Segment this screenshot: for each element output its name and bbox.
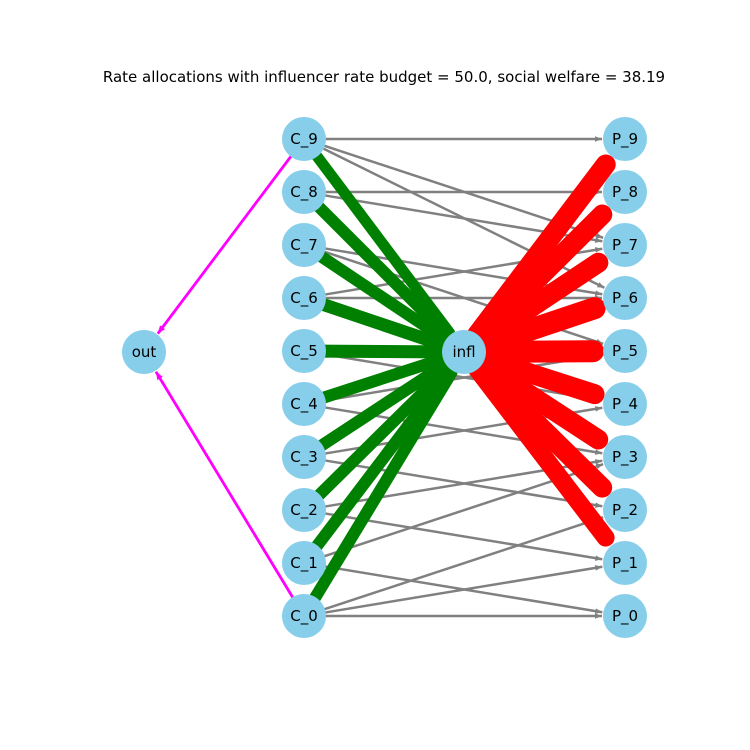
node-label: infl	[452, 343, 475, 361]
outside-option-edges	[154, 152, 296, 602]
node-label: P_2	[612, 501, 638, 520]
node-P_4: P_4	[603, 382, 647, 426]
node-circle	[282, 488, 326, 532]
node-label: C_7	[290, 236, 318, 255]
edge-C_3-infl	[311, 359, 450, 455]
node-infl: infl	[442, 330, 486, 374]
node-circle	[603, 276, 647, 320]
edge-C_9-out	[156, 152, 295, 335]
node-P_7: P_7	[603, 223, 647, 267]
edge-C_1-infl	[307, 365, 456, 557]
node-circle	[603, 488, 647, 532]
node-C_3: C_3	[282, 435, 326, 479]
node-label: C_2	[290, 501, 318, 520]
edge-C_0-infl	[306, 366, 458, 609]
edge-C_9-infl	[308, 146, 456, 339]
influencer-to-consumer-edges	[461, 154, 616, 547]
edge-C_5-infl	[313, 344, 447, 359]
node-label: out	[132, 343, 157, 361]
node-C_5: C_5	[282, 329, 326, 373]
node-label: P_3	[612, 448, 638, 467]
node-circle	[282, 541, 326, 585]
node-circle	[603, 594, 647, 638]
edge-C_3-P_2	[321, 458, 603, 508]
node-C_8: C_8	[282, 170, 326, 214]
node-circle	[603, 382, 647, 426]
edge-C_8-infl	[309, 197, 454, 342]
creator-to-influencer-edges	[306, 146, 458, 609]
node-circle	[442, 330, 486, 374]
node-P_3: P_3	[603, 435, 647, 479]
edge-C_0-P_2	[320, 516, 604, 612]
node-circle	[603, 541, 647, 585]
node-P_0: P_0	[603, 594, 647, 638]
node-C_0: C_0	[282, 594, 326, 638]
node-P_6: P_6	[603, 276, 647, 320]
node-circle	[603, 329, 647, 373]
node-label: C_8	[290, 183, 318, 202]
node-C_2: C_2	[282, 488, 326, 532]
node-C_4: C_4	[282, 382, 326, 426]
node-label: C_9	[290, 130, 318, 149]
node-P_9: P_9	[603, 117, 647, 161]
node-C_1: C_1	[282, 541, 326, 585]
node-C_6: C_6	[282, 276, 326, 320]
node-label: C_4	[290, 395, 318, 414]
node-circle	[282, 276, 326, 320]
node-P_2: P_2	[603, 488, 647, 532]
node-circle	[282, 382, 326, 426]
node-circle	[282, 594, 326, 638]
node-label: P_6	[612, 289, 638, 308]
edge-C_7-infl	[311, 247, 451, 345]
node-P_5: P_5	[603, 329, 647, 373]
node-label: C_3	[290, 448, 318, 467]
node-label: C_0	[290, 607, 318, 626]
edge-C_0-out	[154, 370, 296, 602]
node-out: out	[122, 330, 166, 374]
node-label: P_8	[612, 183, 638, 202]
edge-C_1-P_0	[321, 564, 603, 614]
node-circle	[282, 223, 326, 267]
node-C_9: C_9	[282, 117, 326, 161]
node-circle	[603, 223, 647, 267]
edge-C_4-infl	[313, 353, 448, 406]
node-circle	[603, 170, 647, 214]
node-P_1: P_1	[603, 541, 647, 585]
node-circle	[282, 117, 326, 161]
node-circle	[603, 435, 647, 479]
node-circle	[603, 117, 647, 161]
node-circle	[282, 170, 326, 214]
node-circle	[282, 435, 326, 479]
node-label: C_5	[290, 342, 318, 361]
node-label: P_7	[612, 236, 638, 255]
node-label: P_0	[612, 607, 638, 626]
node-label: C_6	[290, 289, 318, 308]
edge-C_6-infl	[312, 296, 448, 351]
node-label: C_1	[290, 554, 318, 573]
diagram-title: Rate allocations with influencer rate bu…	[103, 68, 665, 86]
edge-C_5-P_4	[321, 352, 603, 402]
node-circle	[282, 329, 326, 373]
edge-C_2-infl	[309, 362, 453, 505]
node-C_7: C_7	[282, 223, 326, 267]
edge-infl-P_9	[461, 154, 616, 353]
node-label: P_4	[612, 395, 638, 414]
node-circle	[122, 330, 166, 374]
node-label: P_5	[612, 342, 638, 361]
node-label: P_9	[612, 130, 638, 149]
node-P_8: P_8	[603, 170, 647, 214]
node-label: P_1	[612, 554, 638, 573]
